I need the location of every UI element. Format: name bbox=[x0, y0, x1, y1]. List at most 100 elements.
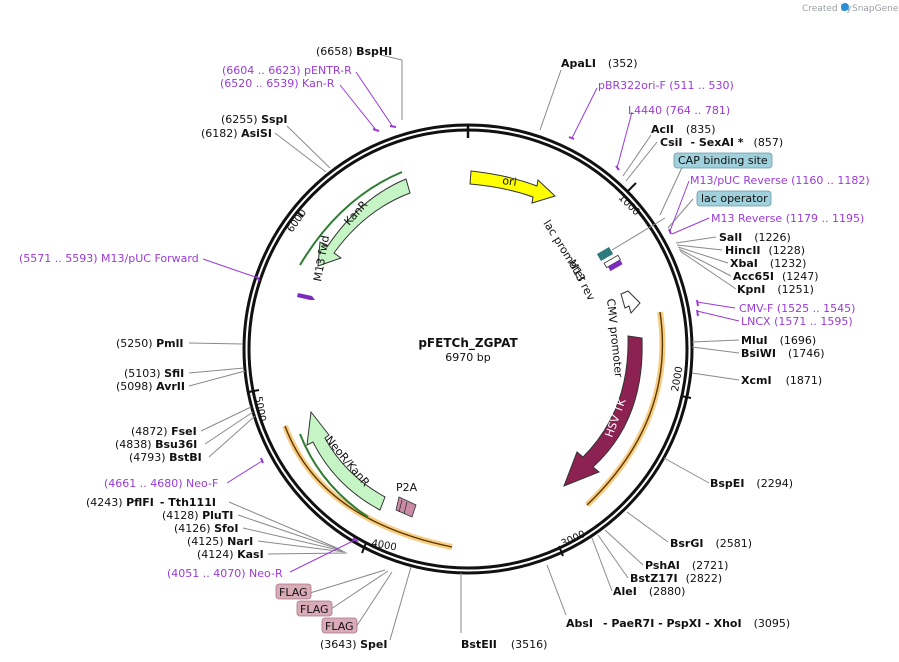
credit-prefix: Created by bbox=[802, 4, 852, 14]
primer-leader-pbr322 bbox=[571, 87, 598, 139]
leader-sspi bbox=[286, 125, 331, 169]
site-kpni[interactable]: KpnI(1251) bbox=[737, 283, 814, 296]
site-bspei[interactable]: BspEI(2294) bbox=[710, 477, 793, 490]
flag-box-2[interactable]: FLAG bbox=[296, 600, 333, 617]
site-sali[interactable]: SalI(1226) bbox=[719, 231, 791, 244]
tick-6000-mark bbox=[295, 210, 304, 218]
lac-region bbox=[596, 217, 666, 272]
p2a-divider-1 bbox=[398, 499, 403, 513]
primer-l4440[interactable]: L4440 (764 .. 781) bbox=[628, 104, 730, 117]
site-xbai[interactable]: XbaI(1232) bbox=[730, 257, 806, 270]
primer-leader-l4440 bbox=[616, 111, 633, 169]
tick-4000-mark bbox=[361, 542, 367, 554]
lac-region-leader bbox=[611, 217, 666, 251]
site-acc65i[interactable]: Acc65I(1247) bbox=[733, 270, 819, 283]
site-bstbi[interactable]: (4793) BstBI bbox=[129, 451, 202, 464]
site-apali[interactable]: ApaLI(352) bbox=[561, 57, 638, 70]
site-mlui[interactable]: MluI(1696) bbox=[741, 334, 816, 347]
tick-5000-mark bbox=[248, 389, 260, 393]
site-bsiwi[interactable]: BsiWI(1746) bbox=[741, 347, 825, 360]
site-bsphi[interactable]: (6658) BspHI bbox=[316, 45, 392, 58]
leader-pluti bbox=[237, 514, 342, 551]
ori-feature-arrow[interactable] bbox=[469, 170, 556, 204]
cmv-promoter-arrow[interactable] bbox=[620, 290, 641, 315]
cap-box-bg bbox=[673, 152, 773, 169]
primer-pentr-r[interactable]: (6604 .. 6623) pENTR-R bbox=[222, 64, 352, 77]
primer-neo-f[interactable]: (4661 .. 4680) Neo-F bbox=[104, 477, 218, 490]
primer-mark-neo-f bbox=[260, 457, 264, 464]
site-sfoi[interactable]: (4126) SfoI bbox=[174, 522, 238, 535]
site-sspi[interactable]: (6255) SspI bbox=[221, 113, 288, 126]
tick-1000-mark bbox=[627, 182, 637, 192]
leader-apali bbox=[539, 69, 562, 131]
primer-leader-neo-f bbox=[226, 460, 263, 484]
site-nari[interactable]: (4125) NarI bbox=[187, 535, 253, 548]
site-acli[interactable]: AclI(835) bbox=[651, 123, 716, 136]
neor-kanr-feature-arrow[interactable] bbox=[306, 410, 386, 511]
site-pflfi[interactable]: (4243) PflFI- Tth111I bbox=[86, 496, 216, 509]
leader-kasi bbox=[267, 552, 348, 555]
primer-m13-reverse[interactable]: M13 Reverse (1179 .. 1195) bbox=[711, 212, 864, 225]
leader-pmli bbox=[188, 342, 244, 345]
leader-alei bbox=[591, 537, 613, 592]
site-pmli[interactable]: (5250) PmlI bbox=[116, 337, 183, 350]
site-bsteii[interactable]: BstEII(3516) bbox=[461, 638, 547, 651]
primer-m13puc-reverse[interactable]: M13/pUC Reverse (1160 .. 1182) bbox=[690, 174, 870, 187]
leader-absi bbox=[546, 564, 567, 616]
primer-cmv-f[interactable]: CMV-F (1525 .. 1545) bbox=[739, 302, 855, 315]
site-xcmi[interactable]: XcmI(1871) bbox=[741, 374, 822, 387]
site-alei[interactable]: AleI(2880) bbox=[613, 585, 685, 598]
m13-fwd-mark bbox=[297, 293, 315, 300]
site-sfii[interactable]: (5103) SfiI bbox=[124, 367, 184, 380]
site-bsrgi[interactable]: BsrGI(2581) bbox=[670, 537, 752, 550]
site-csii[interactable]: CsiI- SexAI *(857) bbox=[660, 136, 783, 149]
site-absi[interactable]: AbsI- PaeR7I - PspXI - XhoI(3095) bbox=[566, 617, 790, 630]
site-spei[interactable]: (3643) SpeI bbox=[320, 638, 387, 651]
site-asisi[interactable]: (6182) AsiSI bbox=[201, 127, 272, 140]
site-pshai[interactable]: PshAI(2721) bbox=[645, 559, 728, 572]
cap-binding-site-box[interactable]: CAP binding site bbox=[673, 152, 773, 169]
orf-left-line[interactable] bbox=[284, 425, 453, 548]
leader-hincii bbox=[676, 244, 723, 251]
leader-pflfi bbox=[228, 501, 338, 549]
leader-acc65i bbox=[678, 248, 732, 277]
leader-mlui bbox=[691, 339, 740, 343]
site-leaders bbox=[188, 54, 740, 641]
leader-xcmi bbox=[691, 372, 740, 381]
site-avrii[interactable]: (5098) AvrII bbox=[116, 380, 185, 393]
primer-leader-lncx bbox=[696, 310, 740, 322]
primer-kan-r[interactable]: (6520 .. 6539) Kan-R bbox=[220, 77, 335, 90]
site-fsei[interactable]: (4872) FseI bbox=[131, 425, 197, 438]
primer-mark-neo-r bbox=[352, 537, 359, 543]
primer-pbr322ori-f[interactable]: pBR322ori-F (511 .. 530) bbox=[598, 79, 734, 92]
primer-neo-r[interactable]: (4051 .. 4070) Neo-R bbox=[167, 567, 283, 580]
site-bsu36i[interactable]: (4838) Bsu36I bbox=[115, 438, 197, 451]
ori-label: ori bbox=[502, 174, 518, 189]
flag-box-1[interactable]: FLAG bbox=[275, 583, 312, 600]
flag-box-2-label: FLAG bbox=[300, 603, 329, 616]
primer-lncx[interactable]: LNCX (1571 .. 1595) bbox=[741, 315, 853, 328]
plasmid-name: pFETCh_ZGPAT bbox=[418, 336, 518, 351]
site-bstz17i[interactable]: BstZ17I(2822) bbox=[630, 572, 722, 585]
leader-bsphi bbox=[380, 54, 403, 120]
primer-m13puc-forward[interactable]: (5571 .. 5593) M13/pUC Forward bbox=[19, 252, 199, 265]
primer-mark-m13puc-rev bbox=[668, 228, 672, 235]
primer-leader-cmv-f bbox=[696, 301, 736, 309]
site-kasi[interactable]: (4124) KasI bbox=[197, 548, 264, 561]
site-hincii[interactable]: HincII(1228) bbox=[725, 244, 805, 257]
site-pluti[interactable]: (4128) PluTI bbox=[162, 509, 233, 522]
lac-operator-box[interactable]: lac operator bbox=[696, 190, 772, 207]
flag-box-1-label: FLAG bbox=[279, 586, 308, 599]
m13-rev-mark bbox=[607, 259, 623, 272]
kanr-feature-arrow[interactable] bbox=[317, 178, 411, 267]
leader-acli bbox=[622, 134, 652, 177]
flag-box-3[interactable]: FLAG bbox=[321, 617, 358, 634]
leader-sfii bbox=[188, 367, 245, 374]
primer-leader-m13-rev bbox=[671, 217, 710, 235]
primer-leader-pentr bbox=[355, 71, 394, 128]
leader-cap bbox=[659, 160, 686, 216]
hsv-tk-feature-arrow[interactable] bbox=[563, 335, 643, 487]
leader-sfoi bbox=[242, 527, 344, 552]
orf-right-line[interactable] bbox=[586, 311, 664, 506]
leader-avrii bbox=[188, 370, 246, 387]
